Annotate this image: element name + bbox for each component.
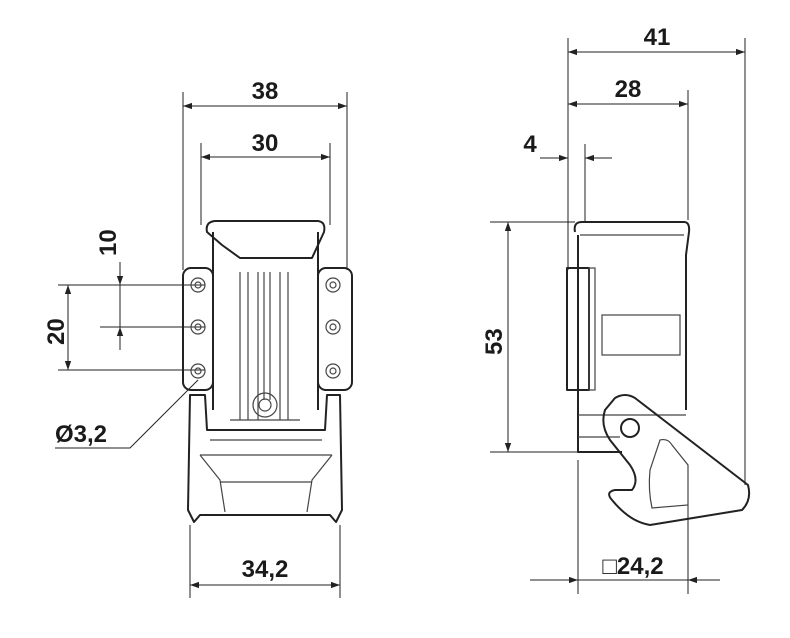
dim-30-label: 30 (252, 130, 279, 157)
dim-34-2-label: 34,2 (242, 556, 289, 583)
dim-38-label: 38 (252, 78, 279, 105)
dim-53-label: 53 (481, 328, 508, 355)
dim-28-label: 28 (615, 76, 642, 103)
side-view (490, 38, 751, 594)
dim-4-label: 4 (523, 131, 537, 158)
dim-41-label: 41 (644, 24, 671, 51)
dim-10-label: 10 (95, 229, 122, 256)
front-view (55, 92, 353, 598)
dim-24-2-label: □24,2 (602, 553, 663, 580)
hole-diameter-label: Ø3,2 (55, 421, 107, 448)
dim-20-label: 20 (43, 318, 70, 345)
